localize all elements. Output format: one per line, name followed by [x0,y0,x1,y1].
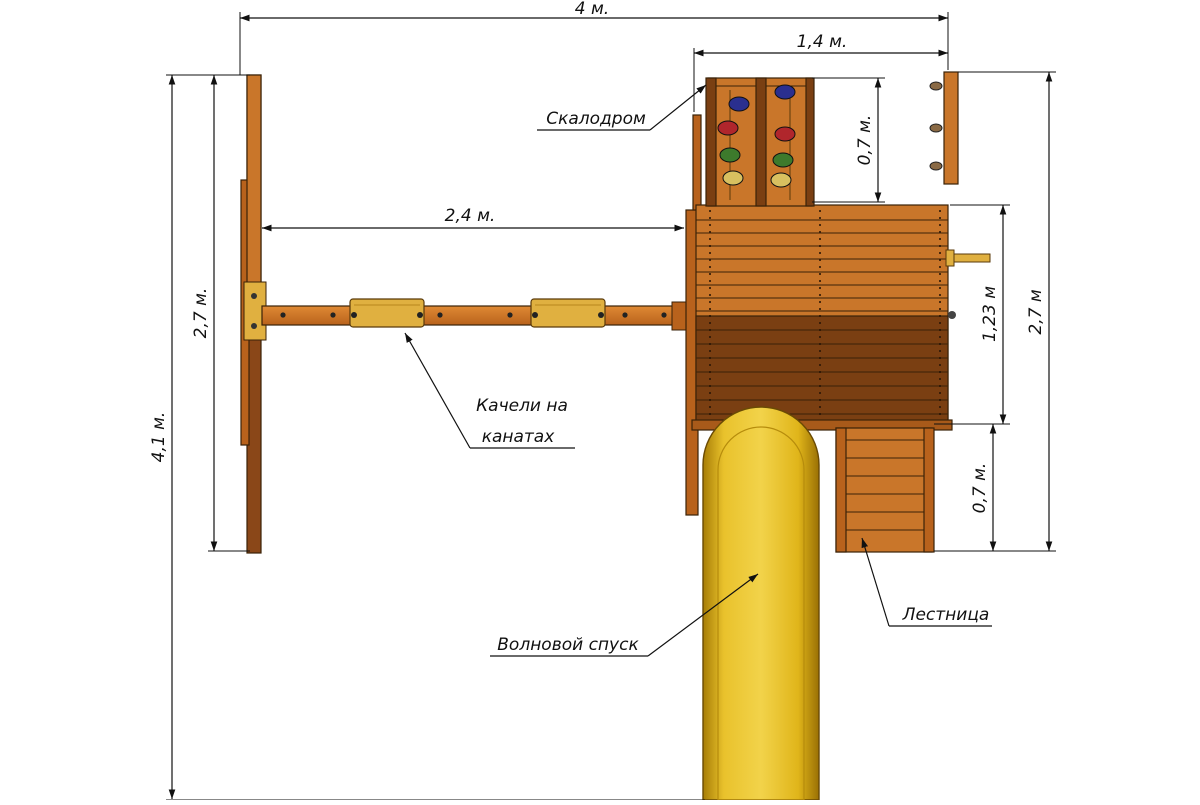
climbing-hold-icon [728,96,750,112]
dim-swing-frame: 2,7 м. [191,288,211,339]
ladder [835,427,935,553]
callout-climbing-wall: Скалодром [537,84,707,131]
telescope-icon [945,249,991,267]
tower-deck [685,114,953,516]
dim-deck-depth: 1,23 м [980,286,1000,342]
swing-beam [261,301,693,331]
climbing-hold-icon [770,172,792,188]
swing-seat-right [530,298,606,328]
swing-a-frame [240,74,267,554]
callout-swings: Качели на канатах [404,332,575,449]
label-wave-slide: Волновой спуск [497,635,639,655]
deck-planks-top [696,219,948,312]
climbing-hold-icon [719,147,741,163]
dim-tower-width: 1,4 м. [797,32,848,52]
rope-handle-icon [929,81,943,91]
rope-handle-icon [929,123,943,133]
callout-wave-slide: Волновой спуск [490,573,759,657]
deck-planks-bottom [696,329,948,415]
dim-tower-length: 2,7 м [1026,289,1046,334]
climbing-hold-icon [772,152,794,168]
dim-total-length: 4,1 м. [149,412,169,463]
dim-total-width: 4 м. [575,0,609,19]
side-wall [929,71,959,185]
climbing-holds [717,84,796,188]
dim-wall-depth: 0,7 м. [855,115,875,166]
dim-ladder-length: 0,7 м. [970,463,990,514]
label-climbing-wall: Скалодром [546,109,646,129]
callout-ladder: Лестница [861,537,992,627]
label-swings-line1: Качели на [476,396,568,416]
dim-swing-beam: 2,4 м. [445,206,496,226]
label-ladder: Лестница [902,605,990,625]
wave-slide [702,406,820,801]
climbing-hold-icon [722,170,744,186]
bolt-icon [948,311,956,319]
label-swings-line2: канатах [482,427,556,447]
climbing-hold-icon [774,84,796,100]
rope-handle-icon [929,161,943,171]
climbing-hold-icon [774,126,796,142]
swing-seat-left [349,298,425,328]
climbing-wall [705,77,815,207]
climbing-hold-icon [717,120,739,136]
